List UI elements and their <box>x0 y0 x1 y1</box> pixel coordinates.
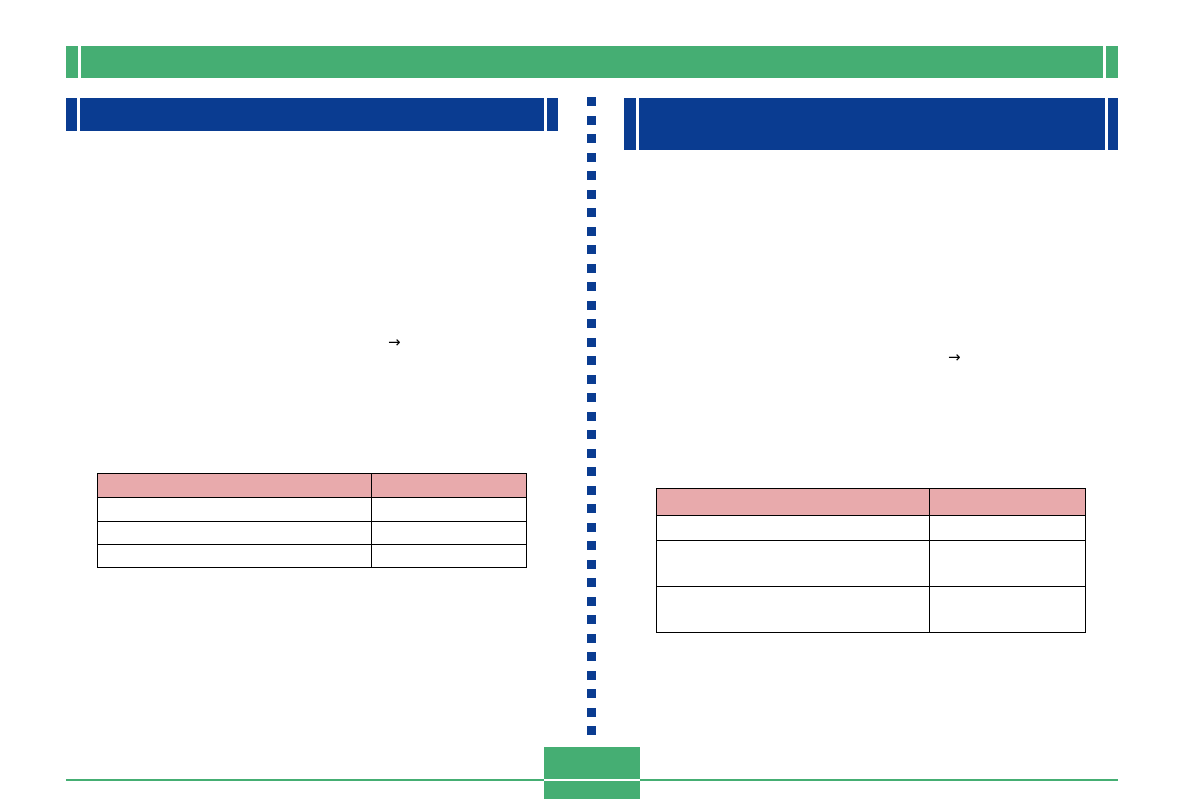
right-section-header <box>624 98 1118 150</box>
divider-dot <box>587 430 596 439</box>
divider-dot <box>587 708 596 717</box>
right-header-gap-left <box>636 98 639 150</box>
right-table-header-row <box>656 488 1086 516</box>
divider-dot <box>587 634 596 643</box>
divider-dot <box>587 245 596 254</box>
divider-dot <box>587 393 596 402</box>
divider-dot <box>587 190 596 199</box>
divider-dot <box>587 356 596 365</box>
divider-dot <box>587 264 596 273</box>
divider-dot <box>587 97 596 106</box>
left-table-cell <box>97 521 372 545</box>
divider-dot <box>587 153 596 162</box>
divider-dot <box>587 615 596 624</box>
right-table-cell <box>929 540 1086 587</box>
divider-dot <box>587 338 596 347</box>
table-row <box>656 515 1086 541</box>
divider-dot <box>587 319 596 328</box>
divider-dot <box>587 578 596 587</box>
right-table-cell <box>929 586 1086 633</box>
divider-dot <box>587 467 596 476</box>
right-table <box>656 488 1086 633</box>
footer-line-right <box>640 779 1118 781</box>
right-table-cell <box>656 586 930 633</box>
left-table-cell <box>371 544 527 568</box>
left-arrow-icon: → <box>388 333 401 351</box>
divider-dot <box>587 282 596 291</box>
divider-dot <box>587 116 596 125</box>
divider-dot <box>587 227 596 236</box>
right-table-cell <box>656 515 930 541</box>
table-row <box>97 521 527 545</box>
left-table-cell <box>97 544 372 568</box>
divider-dot <box>587 504 596 513</box>
right-arrow-icon: → <box>948 348 961 366</box>
divider-dot <box>587 671 596 680</box>
page-number-tab <box>544 747 640 799</box>
right-table-header-cell <box>656 488 930 516</box>
footer-line-left <box>66 779 544 781</box>
divider-dot <box>587 412 596 421</box>
left-header-gap-right <box>544 98 547 131</box>
left-table-cell <box>371 521 527 545</box>
left-table <box>97 473 527 568</box>
left-header-gap-left <box>77 98 80 131</box>
right-table-header-cell <box>929 488 1086 516</box>
right-table-cell <box>929 515 1086 541</box>
divider-dot <box>587 652 596 661</box>
divider-dot <box>587 449 596 458</box>
table-row <box>656 586 1086 633</box>
left-table-header-cell <box>97 473 372 498</box>
banner-gap-left <box>78 46 81 78</box>
left-table-header-row <box>97 473 527 498</box>
divider-dot <box>587 560 596 569</box>
table-row <box>656 540 1086 587</box>
divider-dot <box>587 134 596 143</box>
divider-dot <box>587 541 596 550</box>
left-table-cell <box>371 497 527 522</box>
divider-dot <box>587 523 596 532</box>
top-banner <box>66 46 1118 78</box>
page-tab-split <box>544 779 640 781</box>
divider-dot <box>587 301 596 310</box>
right-header-gap-right <box>1105 98 1108 150</box>
banner-gap-right <box>1103 46 1106 78</box>
right-table-cell <box>656 540 930 587</box>
divider-dot <box>587 597 596 606</box>
divider-dot <box>587 375 596 384</box>
divider-dot <box>587 689 596 698</box>
divider-dot <box>587 726 596 735</box>
left-table-header-cell <box>371 473 527 498</box>
left-table-cell <box>97 497 372 522</box>
left-section-header <box>66 98 558 131</box>
divider-dot <box>587 486 596 495</box>
table-row <box>97 544 527 568</box>
table-row <box>97 497 527 522</box>
divider-dot <box>587 171 596 180</box>
divider-dot <box>587 208 596 217</box>
